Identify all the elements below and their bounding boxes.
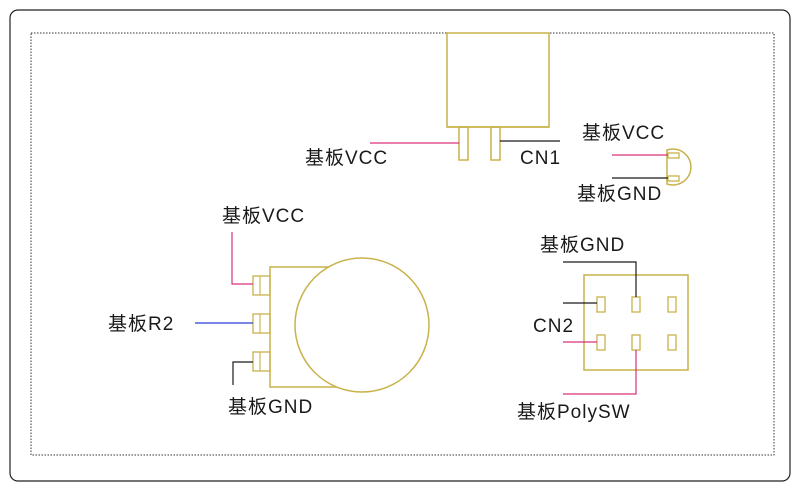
pot-gnd-wire [232,361,253,385]
pot-r2-label: 基板R2 [108,313,174,335]
led-component: 基板VCC 基板GND [577,122,692,205]
cn1-body [446,32,550,128]
cn2-switch-component: 基板GND CN2 基板PolySW [517,234,689,423]
cn2-pad-6 [667,334,677,351]
led-pin-top [667,152,680,159]
cn2-pad-5 [631,334,641,351]
led-body [666,148,692,186]
pot-knob [294,257,430,393]
pot-pin-gnd [252,351,271,372]
cn2-pad-4 [596,334,606,351]
pot-gnd-label: 基板GND [228,396,313,418]
led-pin-bottom [667,175,680,182]
cn2-gnd-label: 基板GND [540,234,625,256]
led-vcc-label: 基板VCC [582,122,665,144]
cn2-pad-1 [596,296,606,313]
potentiometer-component: 基板VCC 基板R2 基板GND [108,205,430,418]
pot-vcc-wire [231,232,253,285]
pot-pin-vcc [252,275,271,296]
cn2-pad-2 [631,296,641,313]
cn1-connector: 基板VCC CN1 [305,32,561,169]
cn2-polysw-wire [563,350,637,395]
led-gnd-label: 基板GND [577,183,662,205]
cn1-vcc-label: 基板VCC [305,147,388,169]
cn2-gnd-top-wire [563,261,637,297]
cn1-pin-left [458,126,469,161]
pot-pin-r2 [252,313,271,334]
cn2-polysw-label: 基板PolySW [517,401,631,423]
cn2-pad-3 [667,296,677,313]
outer-frame [9,9,791,482]
inner-dotted-border [30,32,775,456]
cn2-name-label: CN2 [533,316,574,337]
cn1-name-label: CN1 [520,148,561,169]
cn1-pin-right [490,126,501,161]
pot-vcc-label: 基板VCC [222,205,305,227]
